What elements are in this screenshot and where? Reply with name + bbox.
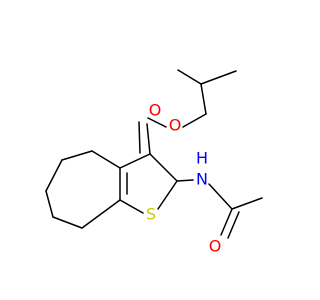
atom-labels: O O N H O S [146,101,221,256]
bond [176,179,194,182]
bond-lines [45,69,263,239]
bond [61,150,93,161]
atom-label-o-amide: O [209,237,222,256]
bond [227,211,240,239]
bond [149,153,178,182]
bond [138,121,141,154]
atom-label-o-single: O [169,116,182,135]
atom-label-h: H [196,149,208,168]
molecule-diagram: O O N H O S [45,69,263,256]
bond [200,70,237,85]
bond [119,153,151,169]
bond [177,69,202,85]
bond [146,123,151,155]
bond [147,117,167,128]
bond [91,150,121,169]
bond [119,199,144,214]
bond [45,190,54,218]
atom-label-s: S [146,205,156,224]
bond [231,197,263,210]
bond [52,216,83,229]
bond [157,180,178,210]
bond [81,199,121,229]
atom-label-n: N [196,170,208,189]
bond [182,113,207,128]
bond [208,183,233,210]
bond [200,83,207,115]
bond [220,208,233,236]
atom-label-o-carbonyl: O [149,101,162,120]
bond [45,159,63,192]
